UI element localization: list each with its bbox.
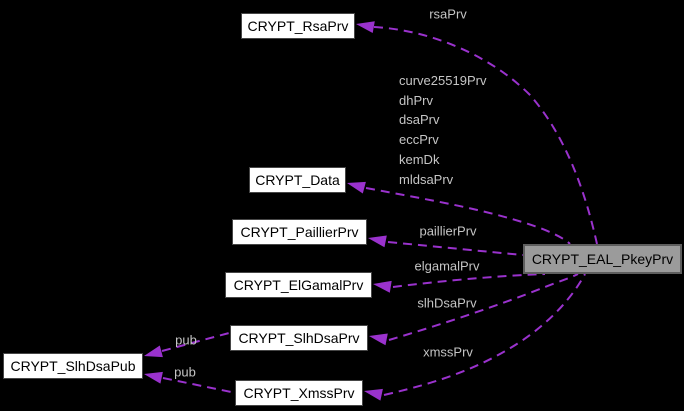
edge-data-members-arrowhead-icon — [347, 181, 366, 194]
edge-paillierprv-label: paillierPrv — [419, 223, 477, 239]
edge-paillierprv — [387, 241, 524, 256]
edge-pub-from-xmssprv-label: pub — [174, 364, 196, 380]
edge-rsaprv-arrowhead-icon — [356, 21, 375, 33]
node-crypt-slhdsaprv[interactable]: CRYPT_SlhDsaPrv — [230, 325, 368, 351]
edge-pub-from-xmssprv — [162, 377, 237, 394]
node-crypt-elgamalprv[interactable]: CRYPT_ElGamalPrv — [225, 272, 372, 298]
edge-elgamalprv-label: elgamalPrv — [414, 258, 480, 274]
edge-paillierprv-arrowhead-icon — [368, 235, 387, 248]
edge-xmssprv-label: xmssPrv — [423, 344, 473, 360]
edge-data-members-label-line: eccPrv — [399, 132, 439, 148]
node-crypt-rsaprv[interactable]: CRYPT_RsaPrv — [241, 13, 355, 39]
edge-data-members-label-block: curve25519Prv dhPrv dsaPrv eccPrv kemDk mldsa… — [399, 71, 486, 189]
edge-data-members-label-line: dsaPrv — [399, 112, 440, 128]
edge-data-members — [365, 187, 571, 245]
node-crypt-data[interactable]: CRYPT_Data — [249, 167, 346, 193]
edge-elgamalprv — [392, 273, 546, 288]
edge-data-members-label-line: mldsaPrv — [399, 171, 454, 187]
edge-pub-from-slhdsaprv — [161, 332, 230, 352]
edge-rsaprv-label: rsaPrv — [429, 6, 467, 22]
edge-xmssprv — [383, 273, 586, 396]
edge-slhdsaprv-label: slhDsaPrv — [417, 295, 477, 311]
node-crypt-paillierprv[interactable]: CRYPT_PaillierPrv — [232, 219, 367, 245]
edge-rsaprv — [373, 26, 598, 245]
edge-data-members-label-line: dhPrv — [399, 92, 433, 108]
node-crypt-xmssprv[interactable]: CRYPT_XmssPrv — [235, 380, 363, 406]
edge-pub-from-xmssprv-arrowhead-icon — [144, 371, 163, 384]
node-crypt-eal-pkeyprv: CRYPT_EAL_PkeyPrv — [523, 244, 682, 274]
edge-data-members-label-line: curve25519Prv — [399, 73, 487, 88]
edge-pub-from-slhdsaprv-arrowhead-icon — [144, 345, 163, 358]
edge-xmssprv-arrowhead-icon — [364, 388, 383, 401]
edge-elgamalprv-arrowhead-icon — [373, 280, 392, 293]
edge-slhdsaprv-arrowhead-icon — [369, 333, 388, 346]
edge-slhdsaprv — [388, 273, 579, 341]
node-crypt-slhdsapub[interactable]: CRYPT_SlhDsaPub — [3, 353, 143, 379]
edge-pub-from-slhdsaprv-label: pub — [175, 332, 197, 348]
edge-data-members-label-line: kemDk — [399, 151, 440, 167]
